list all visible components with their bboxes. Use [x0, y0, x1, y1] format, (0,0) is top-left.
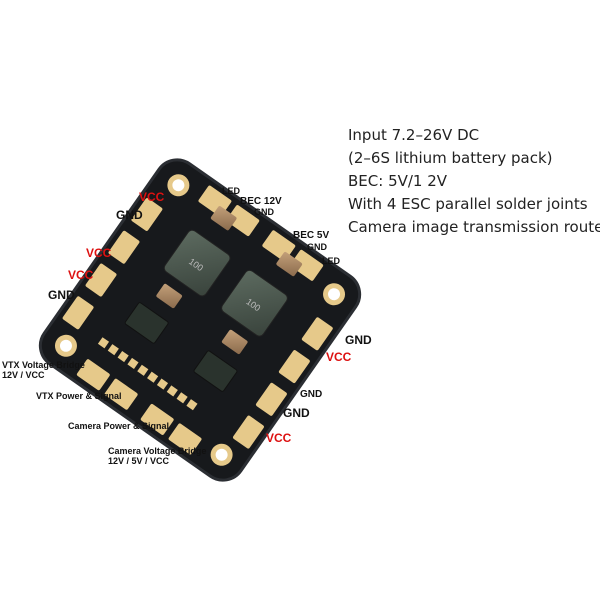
- led-label-top: LED: [222, 186, 240, 196]
- pcb-board: 100 100: [38, 158, 362, 482]
- vtx-voltage-bridge-values: 12V / VCC: [2, 370, 45, 380]
- bec-5v-label: BEC 5V: [293, 230, 330, 241]
- bec-12v-label: BEC 12V: [240, 196, 282, 207]
- vcc-label-2: VCC: [86, 246, 112, 260]
- vtx-voltage-bridge-title: VTX Voltage Bridge: [2, 360, 85, 370]
- vcc-label-5: VCC: [266, 431, 292, 445]
- camera-voltage-bridge-label: Camera Voltage Bridge 12V / 5V / VCC: [108, 446, 206, 466]
- solder-pads: [62, 185, 333, 455]
- vcc-label-3: VCC: [68, 268, 94, 282]
- spec-esc-joints: With 4 ESC parallel solder joints: [348, 195, 588, 213]
- bec-5v-gnd-label: GND: [307, 242, 327, 252]
- spec-bec: BEC: 5V/1 2V: [348, 172, 448, 190]
- vtx-voltage-bridge-label: VTX Voltage Bridge 12V / VCC: [2, 360, 85, 380]
- mounting-holes: [54, 174, 346, 466]
- gnd-label-1: GND: [116, 208, 143, 222]
- gnd-label-2: GND: [48, 288, 75, 302]
- inductors: 100 100: [163, 229, 288, 337]
- vcc-label-1: VCC: [139, 190, 165, 204]
- camera-power-signal-label: Camera Power & Signal: [68, 421, 170, 431]
- capacitors: [156, 206, 303, 354]
- spec-camera-route: Camera image transmission route: [348, 218, 600, 236]
- camera-voltage-bridge-values: 12V / 5V / VCC: [108, 456, 170, 466]
- gnd-label-4: GND: [300, 389, 323, 400]
- header-pads: [97, 337, 198, 411]
- camera-voltage-bridge-title: Camera Voltage Bridge: [108, 446, 207, 456]
- vtx-power-signal-label: VTX Power & Signal: [36, 391, 122, 401]
- led-label-right: LED: [322, 256, 340, 266]
- spec-battery: (2–6S lithium battery pack): [348, 149, 553, 167]
- gnd-label-5: GND: [283, 406, 310, 420]
- vcc-label-4: VCC: [326, 350, 352, 364]
- bec-12v-gnd-label: GND: [254, 207, 274, 217]
- gnd-label-3: GND: [345, 333, 372, 347]
- spec-input-voltage: Input 7.2–26V DC: [348, 126, 480, 144]
- regulator-chips: [124, 302, 238, 392]
- spec-list: Input 7.2–26V DC (2–6S lithium battery p…: [348, 124, 600, 239]
